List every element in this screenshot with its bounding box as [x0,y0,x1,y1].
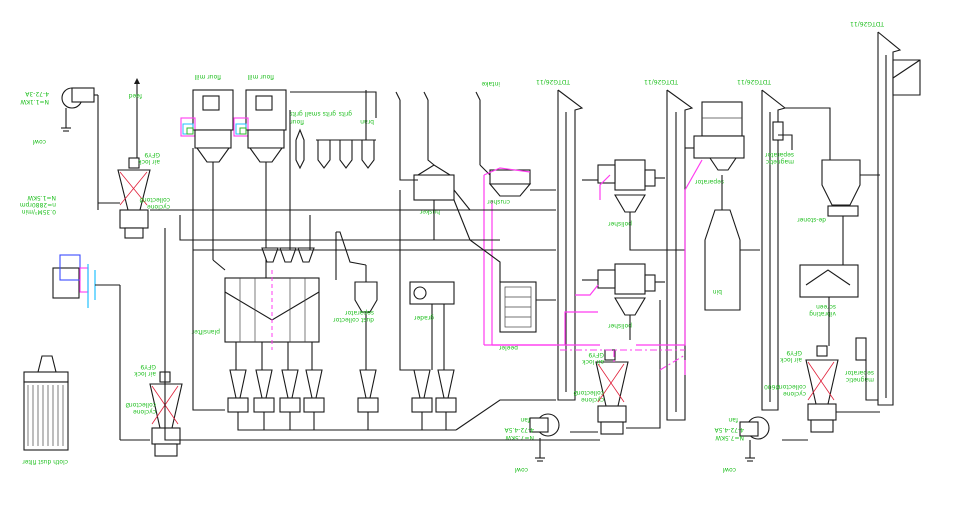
flour-mill-2-label: flour mill [247,73,274,80]
polisher-2-label: polisher [608,322,632,329]
fan-upper-left-cowl-label: cowl [32,138,46,145]
bin-mid-label: bin [713,288,722,295]
fan-right-cowl-label: cowl [722,466,736,473]
crusher [483,169,532,345]
elevator-2 [666,89,694,421]
husker [399,100,455,201]
crusher-label: crusher [487,198,510,205]
separator [693,101,745,171]
fan-right [739,416,770,462]
dust-filter-label: cloth dust filter [22,458,68,465]
elevator-3-label: TDTG26/11 [737,78,772,85]
peeler [499,281,537,333]
elevator-5-label: TDTG26/11 [850,20,885,27]
fan-mid-type-label: fan [520,416,530,423]
air-lock-top-label: air lockGFY9 [138,151,160,165]
air-lock-right-label: air lockGFY9 [780,349,802,363]
pink-product-lines [483,159,703,375]
storage-bins [290,91,377,170]
pipe-network [97,90,880,441]
plansifter [224,247,320,350]
dust-collector-label: dust collectorseparator [333,309,374,323]
destoner [821,159,861,217]
bin-bran-label: bran [360,118,374,125]
polisher-2 [597,263,656,316]
cyclone-top-left [117,157,151,239]
cyclone-right [805,345,839,433]
bin-mid [704,175,741,311]
fan-upper-left-power-label: N=1.1KW [20,98,49,105]
fan-upper-left-model-label: 4-72-3A [24,90,49,97]
elevator-5 [877,31,921,406]
vibrating-screen-label: vibratingscreen [809,303,836,317]
separator-label: separator [695,178,724,185]
feed-arrow-icon [134,78,140,84]
cyclone-top-label: cyclonecollectorØ [139,196,170,210]
magnetic-top-label: magneticseparator [765,151,794,165]
cyclone-mid-label: cyclonecollectorØ [573,389,604,403]
magnetic-separator-bottom [855,337,867,361]
fan-mid-cowl-label: cowl [514,466,528,473]
intake-label: intake [481,80,500,87]
bin-grits1-label: grits small grits [289,110,336,117]
grader-label: grader [414,314,434,321]
vibrating-screen [799,264,859,298]
elevator-3 [761,89,787,411]
magnetic-separator-top [772,121,784,141]
fan-mid-power-label: N=7.5KW [505,434,534,441]
peeler-label: peeler [498,344,518,351]
fan-right-model-label: 4-72-4.5A [714,426,744,433]
elevator-1-label: TDTG26/11 [536,78,571,85]
air-lock-mid-label: air lockGFY9 [582,351,604,365]
bin-grits2-label: grits [339,110,352,117]
dust-separator [336,231,378,370]
cyclone-right-label: cyclonecollectorØ600 [764,383,806,397]
destoner-label: de-stoner [797,216,826,223]
grader [409,281,455,370]
feed-label: feed [129,92,142,99]
air-lock-left-label: air lockGFY9 [134,363,156,377]
elevator-1 [557,89,584,401]
roots-blower [52,254,121,440]
elevator-2-label: TDTG26/11 [644,78,679,85]
plansifter-label: plansifter [191,328,220,335]
fan-mid [529,413,560,462]
polisher-1-label: polisher [608,220,632,227]
fan-right-type-label: fan [728,416,738,423]
cloth-dust-filter [23,355,69,451]
fan-right-power-label: N=7.5KW [715,434,744,441]
polisher-1 [597,159,656,213]
cyclone-row [227,369,457,413]
roots-blower-label: 0.35M³/minn=2880rpmN=1.5KW [20,194,56,215]
fan-upper-left [61,87,99,203]
magnetic-bottom-label: magneticseparator [845,369,874,383]
husker-label: husker [419,208,440,215]
bin-flour-label: flour [290,118,304,125]
fan-mid-model-label: 4-72-4.5A [504,426,534,433]
flour-mill-1 [180,89,234,260]
cyclone-left-label: cyclonecollectorØ [125,401,156,415]
cyclone-mid [595,349,629,435]
flour-mill-2 [233,89,287,260]
intake-arrows [395,91,481,165]
flour-mill-1-label: flour mill [194,73,221,80]
